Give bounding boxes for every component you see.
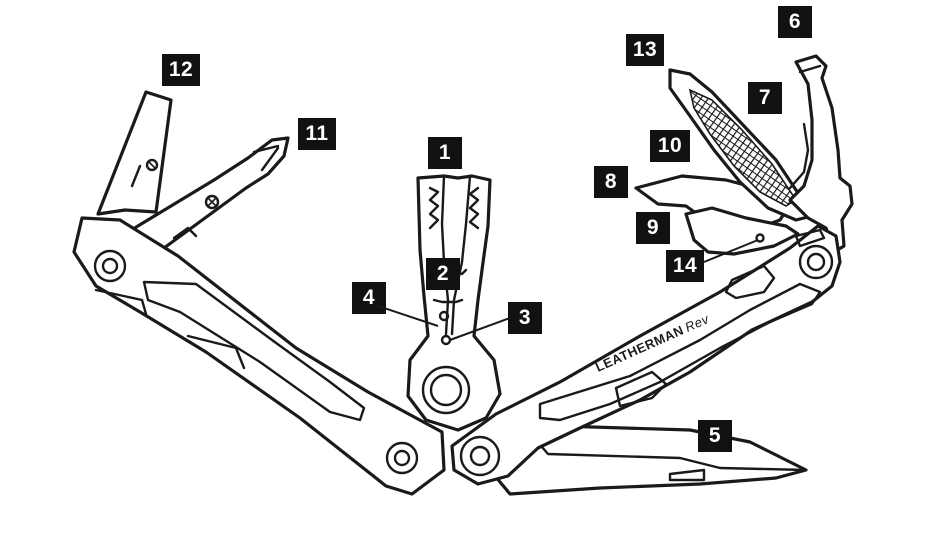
callout-6: 6 bbox=[778, 6, 812, 38]
callout-14: 14 bbox=[666, 250, 704, 282]
package-opener-tool bbox=[96, 90, 173, 216]
left-handle bbox=[72, 216, 446, 496]
callout-2: 2 bbox=[426, 258, 460, 290]
callout-13: 13 bbox=[626, 34, 664, 66]
callout-4: 4 bbox=[352, 282, 386, 314]
callout-11: 11 bbox=[298, 118, 336, 150]
blade-curve-tool bbox=[788, 122, 810, 190]
callout-9: 9 bbox=[636, 212, 670, 244]
callout-8: 8 bbox=[594, 166, 628, 198]
callout-5: 5 bbox=[698, 420, 732, 452]
callout-7: 7 bbox=[748, 82, 782, 114]
callout-1: 1 bbox=[428, 137, 462, 169]
phillips-screwdriver-tool bbox=[126, 136, 290, 250]
callout-10: 10 bbox=[650, 130, 690, 162]
callout-3: 3 bbox=[508, 302, 542, 334]
flat-screwdriver-tool bbox=[788, 54, 854, 254]
pliers-head bbox=[406, 174, 502, 432]
callout-12: 12 bbox=[162, 54, 200, 86]
file-tool bbox=[668, 68, 814, 222]
